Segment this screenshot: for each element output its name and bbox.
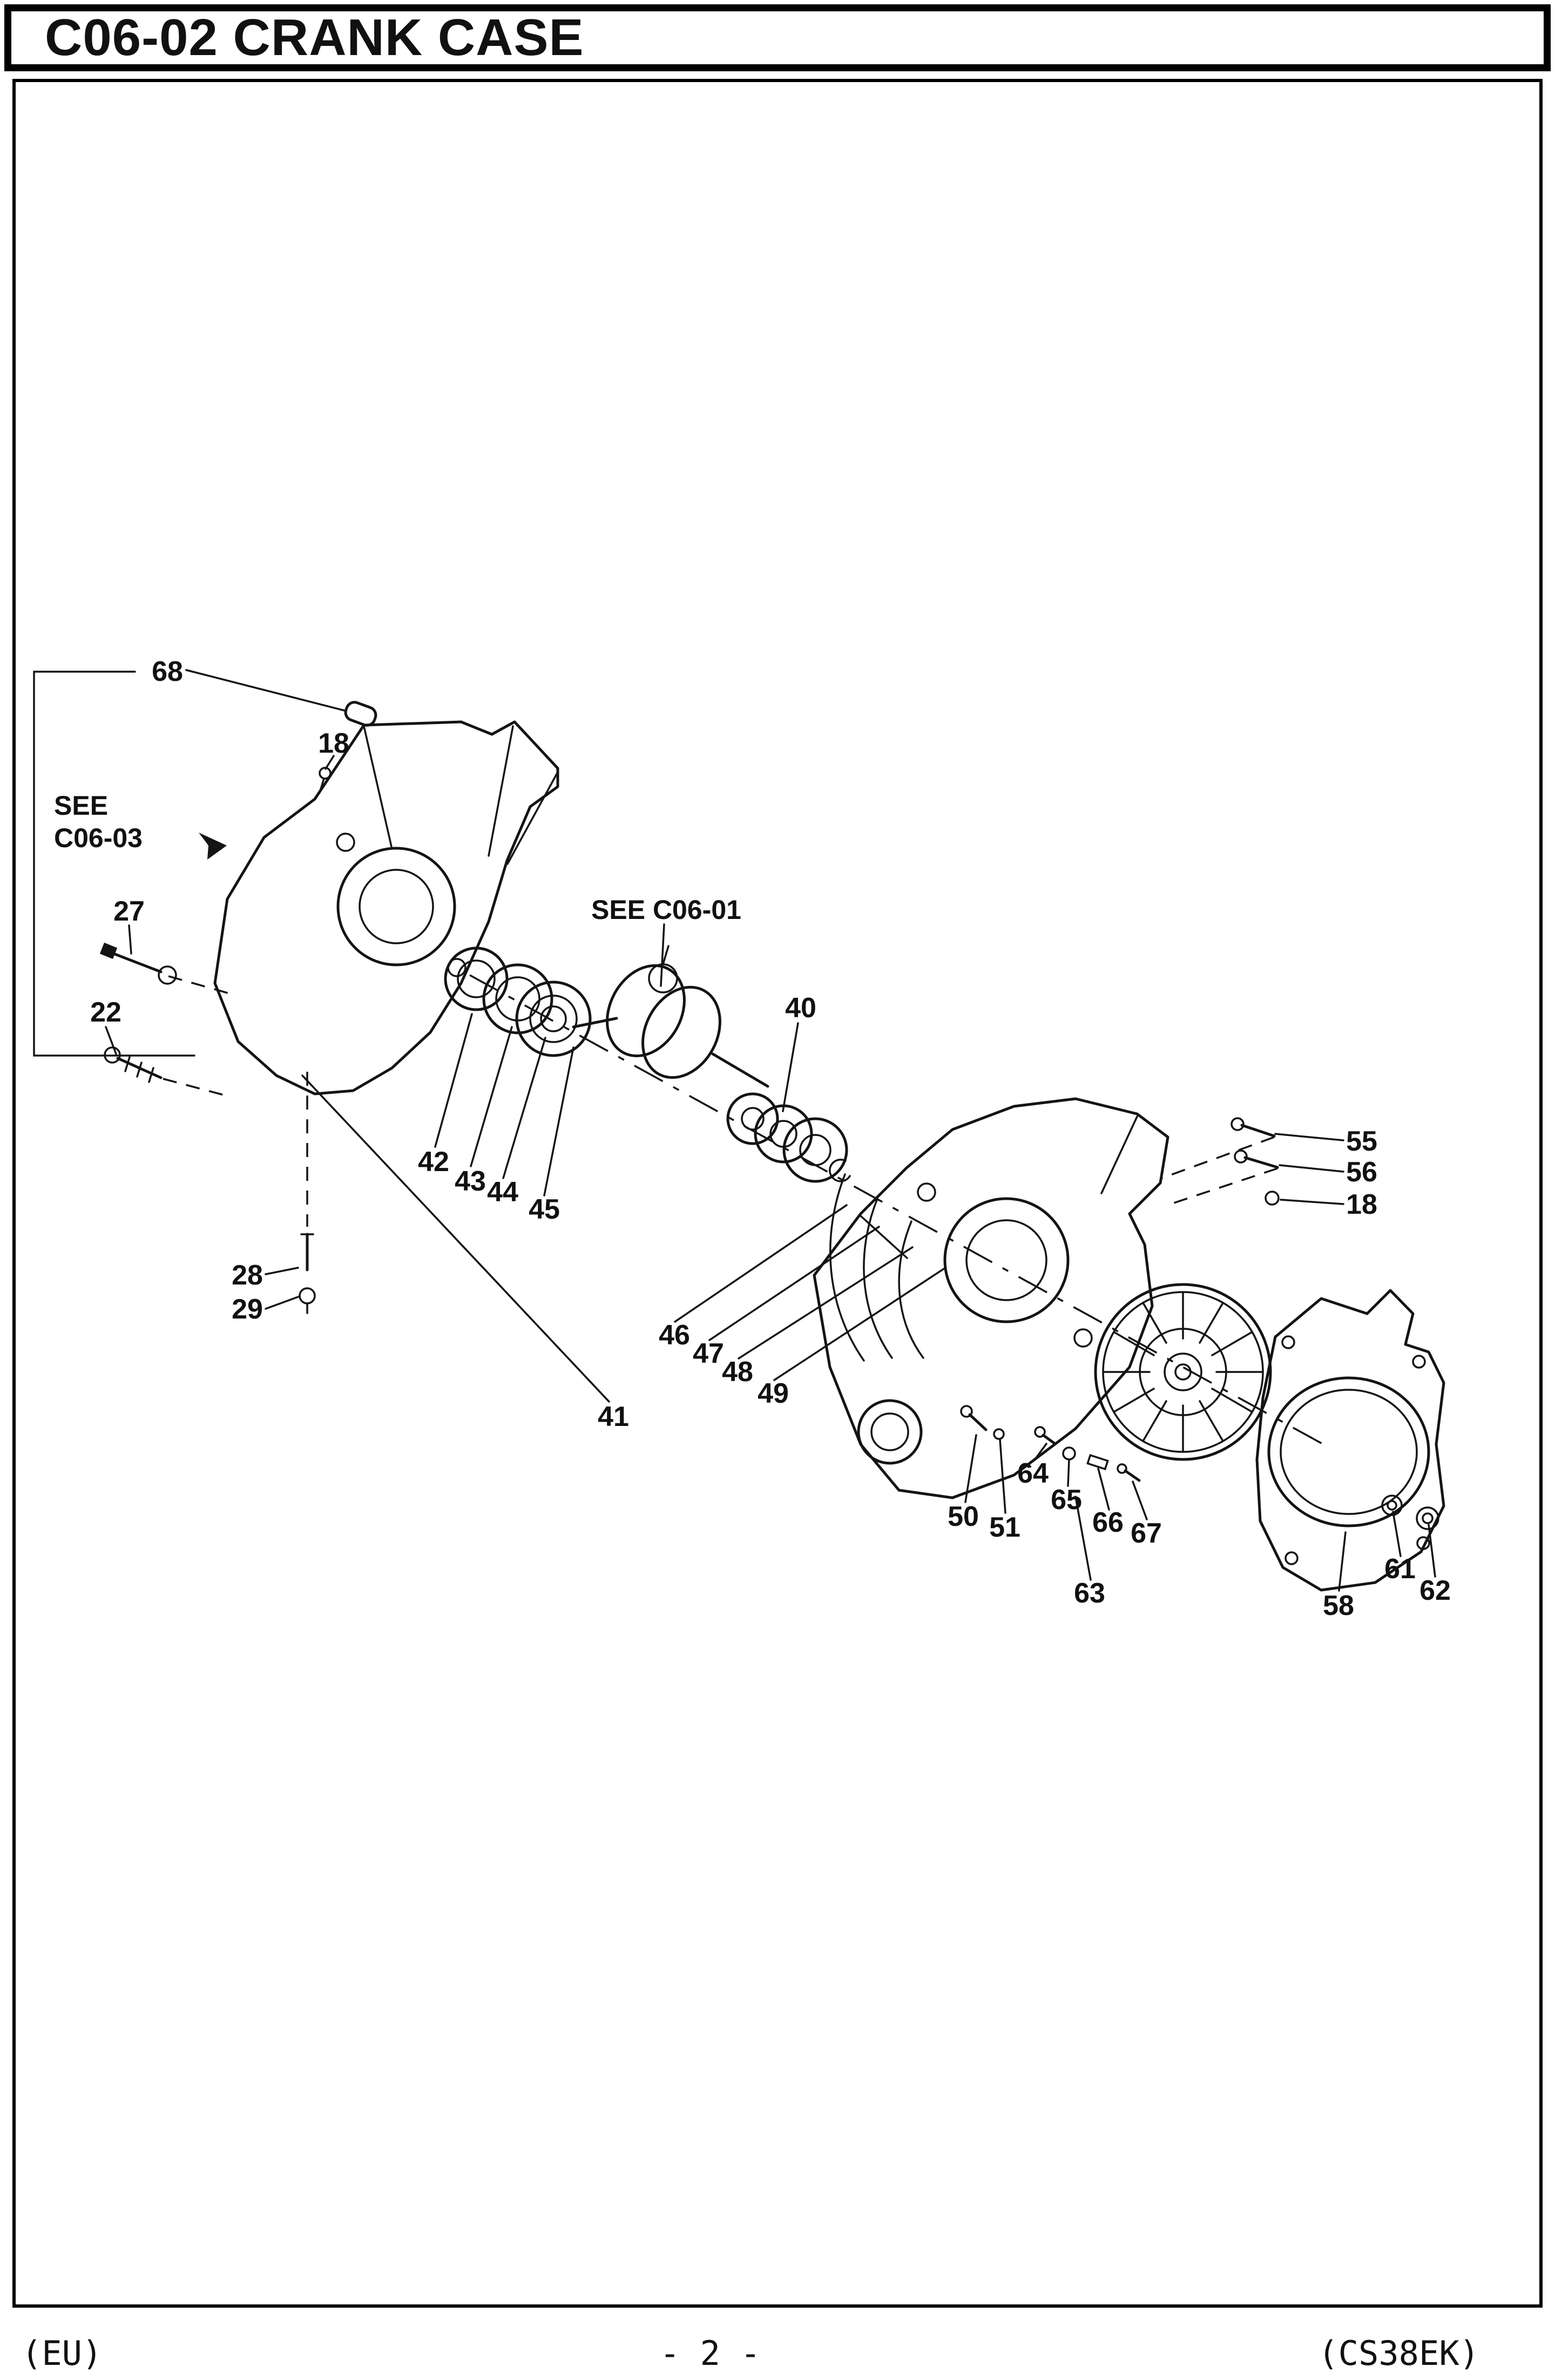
- part-callout-42: 42: [418, 1146, 449, 1178]
- part-22-screw: [104, 1046, 163, 1083]
- part-callout-68: 68: [152, 656, 183, 687]
- part-callout-63: 63: [1074, 1578, 1105, 1609]
- part-seals-and-bearings: [444, 946, 592, 1057]
- part-callout-66: 66: [1092, 1507, 1124, 1538]
- footer-region: (EU): [22, 2334, 103, 2373]
- part-18-bolt-right: [1265, 1191, 1280, 1206]
- part-callout-18: 18: [1346, 1189, 1377, 1220]
- see-ref-c06-01: SEE C06-01: [591, 895, 741, 925]
- part-callout-27: 27: [113, 896, 145, 927]
- part-callout-41: 41: [598, 1401, 629, 1432]
- part-callout-49: 49: [758, 1378, 789, 1409]
- part-callout-29: 29: [232, 1294, 263, 1325]
- part-callout-58: 58: [1323, 1590, 1354, 1621]
- part-56-screw: [1234, 1150, 1279, 1169]
- part-callout-62: 62: [1419, 1575, 1451, 1606]
- part-27-bolt: [99, 942, 177, 985]
- part-washer-stack: [726, 1092, 851, 1183]
- part-callout-65: 65: [1051, 1484, 1082, 1516]
- part-callout-18: 18: [318, 728, 349, 759]
- footer-model-code: (CS38EK): [1318, 2334, 1479, 2373]
- part-right-crankcase-half: [813, 1097, 1169, 1499]
- part-65-washer: [1062, 1446, 1076, 1461]
- part-flywheel: [1094, 1283, 1272, 1461]
- center-axis-line: [469, 974, 1329, 1448]
- part-28-pin: [300, 1233, 314, 1272]
- part-callout-56: 56: [1346, 1157, 1377, 1188]
- part-67-screw: [1117, 1463, 1141, 1482]
- part-66-clip: [1086, 1453, 1109, 1471]
- part-callout-40: 40: [785, 992, 816, 1024]
- see-ref-c06-03-line1: SEE: [54, 790, 109, 821]
- part-left-crankcase-half: [213, 720, 559, 1096]
- part-callout-22: 22: [90, 997, 121, 1028]
- part-64-screw: [1034, 1426, 1057, 1445]
- title-bar: C06-02 CRANK CASE: [4, 4, 1551, 71]
- see-ref-c06-03-line2: C06-03: [54, 823, 143, 853]
- part-callout-46: 46: [659, 1320, 690, 1351]
- part-50-screw: [960, 1405, 988, 1431]
- group-bracket: [33, 671, 195, 1057]
- part-callout-50: 50: [948, 1501, 979, 1532]
- footer-page-number: - 2 -: [660, 2334, 761, 2373]
- part-callout-51: 51: [989, 1512, 1020, 1543]
- part-62-nut: [1416, 1506, 1439, 1530]
- page-title: C06-02 CRANK CASE: [45, 9, 584, 66]
- part-29-ball: [299, 1287, 316, 1314]
- part-68-bushing: [344, 701, 377, 727]
- part-callout-43: 43: [455, 1166, 486, 1197]
- part-callout-64: 64: [1017, 1458, 1049, 1489]
- part-55-screw: [1231, 1117, 1276, 1138]
- part-callout-44: 44: [487, 1177, 518, 1208]
- part-callout-67: 67: [1131, 1518, 1162, 1549]
- see-c06-03-arrow-icon: [199, 833, 227, 860]
- part-callout-48: 48: [722, 1356, 753, 1388]
- part-crankshaft: [572, 945, 769, 1088]
- footer: (EU) - 2 - (CS38EK): [22, 2334, 1479, 2373]
- part-callout-55: 55: [1346, 1126, 1377, 1157]
- part-callout-61: 61: [1384, 1553, 1416, 1585]
- part-gasket-plates: [829, 1173, 924, 1362]
- part-61-washer: [1381, 1495, 1403, 1516]
- part-callout-45: 45: [529, 1194, 560, 1225]
- part-51-ring: [993, 1428, 1005, 1440]
- see-ref-c06-03: SEE C06-03: [54, 789, 143, 854]
- diagram-frame: [12, 79, 1543, 2308]
- part-rear-cover-plate: [1255, 1289, 1445, 1592]
- part-callout-28: 28: [232, 1260, 263, 1291]
- part-callout-47: 47: [693, 1338, 724, 1369]
- leader-lines: [105, 669, 1436, 1592]
